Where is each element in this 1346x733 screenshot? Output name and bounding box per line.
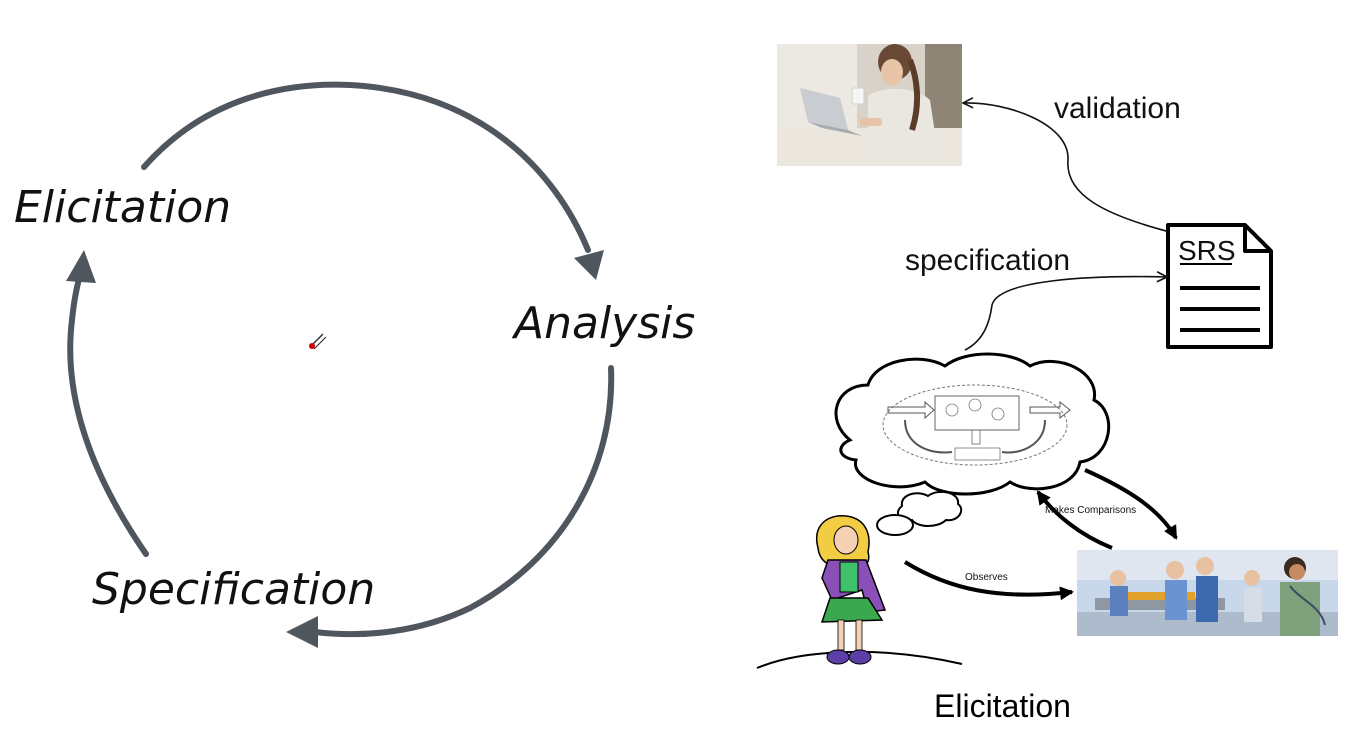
thought-cloud bbox=[834, 352, 1111, 496]
comparison-arrow-down bbox=[1084, 468, 1178, 540]
validation-label: validation bbox=[1054, 92, 1181, 125]
validation-arrow bbox=[964, 103, 1171, 233]
cycle-arrow-elicitation-to-analysis bbox=[141, 81, 591, 253]
stage-analysis: Analysis bbox=[511, 298, 695, 349]
observes-label: Observes bbox=[965, 572, 1008, 583]
stage-elicitation: Elicitation bbox=[14, 182, 231, 233]
stage-specification: Specification bbox=[92, 564, 375, 615]
requirements-process: validation SRS specification bbox=[756, 44, 1338, 724]
girl-clipart bbox=[756, 515, 963, 669]
document-icon bbox=[1166, 223, 1273, 349]
specification-label: specification bbox=[905, 244, 1070, 277]
observes-arrow bbox=[903, 560, 1074, 601]
cycle-arrowhead-elicitation bbox=[66, 250, 96, 283]
requirements-cycle: Elicitation Analysis Specification bbox=[14, 81, 695, 648]
cycle-arrowhead-specification bbox=[286, 616, 318, 648]
comparison-arrow-up bbox=[1036, 490, 1113, 550]
thought-bubbles bbox=[876, 490, 963, 536]
makes-comparisons-label: Makes Comparisons bbox=[1045, 505, 1136, 516]
cycle-arrow-specification-to-elicitation bbox=[67, 269, 149, 557]
woman-laptop-photo bbox=[777, 44, 962, 166]
cycle-arrow-analysis-to-specification bbox=[312, 365, 615, 638]
specification-arrow bbox=[964, 277, 1166, 351]
document-title: SRS bbox=[1178, 235, 1236, 266]
elicitation-caption: Elicitation bbox=[934, 688, 1071, 724]
pen-cursor-icon bbox=[309, 333, 327, 350]
medical-team-clipart bbox=[1077, 550, 1338, 636]
cycle-arrowhead-analysis bbox=[574, 250, 604, 280]
